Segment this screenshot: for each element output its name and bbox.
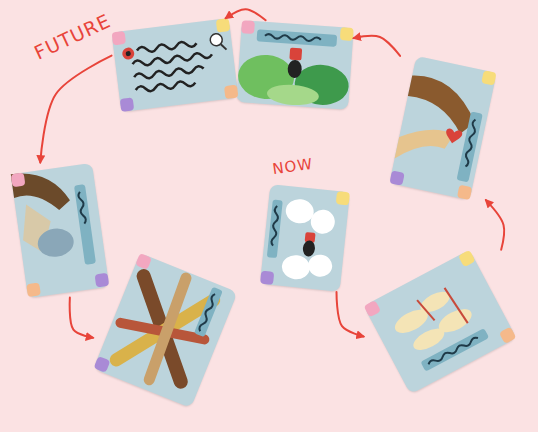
card-art [11, 163, 109, 297]
picture-card: NOW [260, 184, 350, 292]
card-art [364, 250, 517, 395]
handwritten-label: NOW [272, 157, 315, 178]
handwritten-label: FUTURE [32, 11, 114, 63]
card-art [112, 18, 239, 112]
picture-card [364, 250, 517, 395]
cycle-arrow [486, 200, 504, 250]
picture-card: FUTURE [112, 18, 239, 112]
cycle-arrow [70, 298, 93, 338]
cycle-arrow [354, 36, 400, 56]
card-art [389, 56, 496, 200]
picture-card [93, 252, 237, 407]
card-art [260, 184, 350, 292]
cycle-arrow [40, 56, 111, 163]
picture-card [236, 20, 353, 110]
cycle-arrow [337, 292, 364, 337]
picture-card [11, 162, 110, 297]
card-art [236, 20, 353, 109]
picture-card [389, 56, 496, 200]
cycle-arrow [226, 9, 266, 20]
